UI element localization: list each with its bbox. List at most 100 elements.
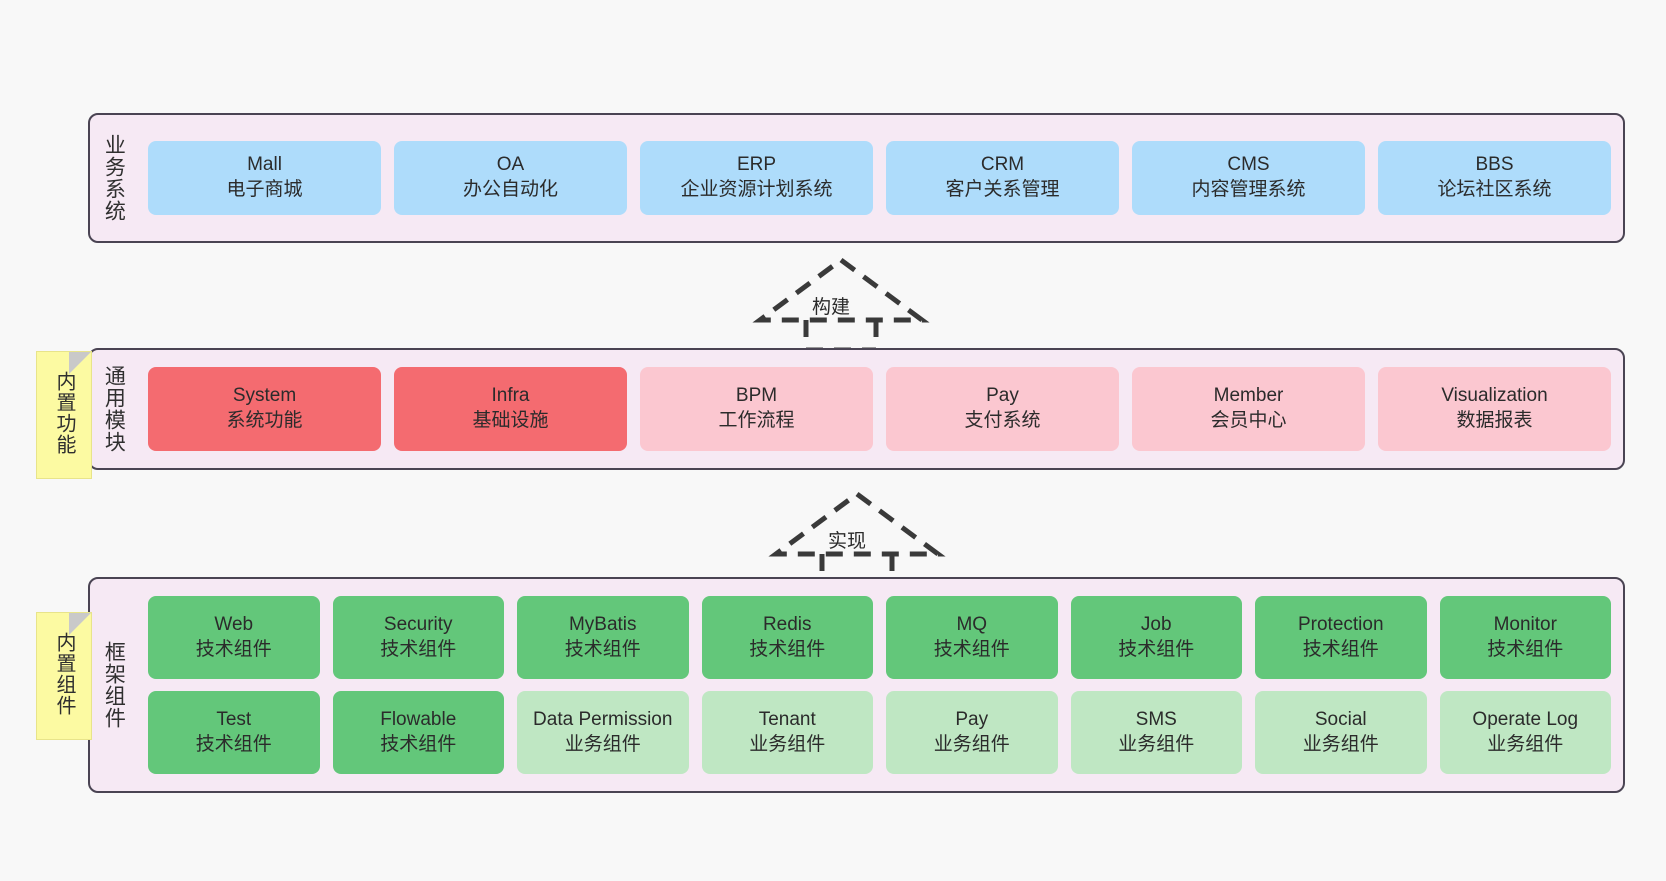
- card-test-name: Test: [216, 708, 252, 730]
- card-bpm[interactable]: BPM 工作流程: [640, 367, 873, 451]
- card-pay-module-desc: 支付系统: [964, 410, 1041, 431]
- card-data-permission[interactable]: Data Permission 业务组件: [517, 691, 689, 774]
- card-operate-log-desc: 业务组件: [1487, 733, 1564, 755]
- card-security[interactable]: Security 技术组件: [332, 596, 504, 679]
- card-pay-component[interactable]: Pay 业务组件: [886, 691, 1058, 774]
- card-job-desc: 技术组件: [1118, 638, 1195, 660]
- card-tenant-desc: 业务组件: [749, 733, 826, 755]
- card-erp[interactable]: ERP 企业资源计划系统: [640, 141, 873, 215]
- layer-title-business-systems: 业务系统: [102, 134, 126, 222]
- card-oa[interactable]: OA 办公自动化: [394, 141, 627, 215]
- card-mybatis-name: MyBatis: [568, 613, 637, 635]
- connector-implement: 实现: [762, 490, 952, 587]
- card-redis[interactable]: Redis 技术组件: [701, 596, 873, 679]
- connector-build: 构建: [746, 256, 936, 353]
- card-flowable-desc: 技术组件: [380, 733, 457, 755]
- card-oa-desc: 办公自动化: [462, 179, 558, 200]
- card-cms-name: CMS: [1227, 154, 1270, 176]
- card-bbs-name: BBS: [1475, 154, 1514, 176]
- card-visualization-desc: 数据报表: [1456, 410, 1533, 431]
- card-test-desc: 技术组件: [195, 733, 272, 755]
- framework-components-row-biz: Test 技术组件 Flowable 技术组件 Data Permission …: [148, 691, 1611, 774]
- card-sms-desc: 业务组件: [1118, 733, 1195, 755]
- card-web-name: Web: [214, 613, 254, 635]
- card-system[interactable]: System 系统功能: [148, 367, 381, 451]
- card-protection-name: Protection: [1297, 613, 1384, 635]
- layer-title-common-modules: 通用模块: [102, 365, 126, 453]
- card-bbs[interactable]: BBS 论坛社区系统: [1378, 141, 1611, 215]
- card-monitor-desc: 技术组件: [1487, 638, 1564, 660]
- card-cms[interactable]: CMS 内容管理系统: [1132, 141, 1365, 215]
- card-social-name: Social: [1314, 708, 1367, 730]
- card-bpm-desc: 工作流程: [718, 410, 795, 431]
- common-modules-body: System 系统功能 Infra 基础设施 BPM 工作流程 Pay 支付系统…: [136, 350, 1623, 468]
- card-protection-desc: 技术组件: [1302, 638, 1379, 660]
- card-erp-name: ERP: [736, 154, 777, 176]
- card-member[interactable]: Member 会员中心: [1132, 367, 1365, 451]
- card-flowable-name: Flowable: [380, 708, 457, 730]
- card-job[interactable]: Job 技术组件: [1070, 596, 1242, 679]
- card-pay-module[interactable]: Pay 支付系统: [886, 367, 1119, 451]
- card-mall-name: Mall: [247, 154, 282, 176]
- business-systems-row: Mall 电子商城 OA 办公自动化 ERP 企业资源计划系统 CRM 客户关系…: [148, 141, 1611, 215]
- card-mybatis-desc: 技术组件: [564, 638, 641, 660]
- card-mall[interactable]: Mall 电子商城: [148, 141, 381, 215]
- card-mybatis[interactable]: MyBatis 技术组件: [517, 596, 689, 679]
- card-erp-desc: 企业资源计划系统: [680, 179, 833, 200]
- card-data-permission-desc: 业务组件: [564, 733, 641, 755]
- sticky-note-builtin-features-label: 内置功能: [53, 371, 75, 455]
- card-web[interactable]: Web 技术组件: [148, 596, 320, 679]
- connector-build-label: 构建: [812, 297, 851, 318]
- card-security-desc: 技术组件: [380, 638, 457, 660]
- layer-business-systems: 业务系统 Mall 电子商城 OA 办公自动化 ERP 企业资源计划系统 CRM: [88, 113, 1625, 243]
- card-pay-module-name: Pay: [986, 385, 1019, 407]
- card-operate-log[interactable]: Operate Log 业务组件: [1439, 691, 1611, 774]
- card-bbs-desc: 论坛社区系统: [1437, 179, 1552, 200]
- sticky-note-builtin-components: 内置组件: [36, 612, 92, 740]
- card-operate-log-name: Operate Log: [1472, 708, 1579, 730]
- connector-implement-label: 实现: [828, 531, 867, 552]
- card-mq-desc: 技术组件: [933, 638, 1010, 660]
- card-cms-desc: 内容管理系统: [1191, 179, 1306, 200]
- card-bpm-name: BPM: [735, 385, 778, 407]
- card-tenant-name: Tenant: [758, 708, 816, 730]
- card-redis-name: Redis: [762, 613, 812, 635]
- layer-title-framework-components: 框架组件: [102, 641, 126, 729]
- card-monitor-name: Monitor: [1493, 613, 1557, 635]
- card-mall-desc: 电子商城: [226, 179, 303, 200]
- business-systems-body: Mall 电子商城 OA 办公自动化 ERP 企业资源计划系统 CRM 客户关系…: [136, 115, 1623, 241]
- card-mq[interactable]: MQ 技术组件: [886, 596, 1058, 679]
- card-test[interactable]: Test 技术组件: [148, 691, 320, 774]
- card-sms-name: SMS: [1135, 708, 1177, 730]
- framework-components-row-tech: Web 技术组件 Security 技术组件 MyBatis 技术组件 Redi…: [148, 596, 1611, 679]
- card-member-desc: 会员中心: [1210, 410, 1287, 431]
- common-modules-row: System 系统功能 Infra 基础设施 BPM 工作流程 Pay 支付系统…: [148, 367, 1611, 451]
- card-sms[interactable]: SMS 业务组件: [1070, 691, 1242, 774]
- card-crm-name: CRM: [980, 154, 1025, 176]
- card-infra-desc: 基础设施: [472, 410, 549, 431]
- card-pay-component-name: Pay: [955, 708, 989, 730]
- layer-framework-components: 框架组件 Web 技术组件 Security 技术组件 MyBatis 技术组件…: [88, 577, 1625, 793]
- card-infra[interactable]: Infra 基础设施: [394, 367, 627, 451]
- card-visualization[interactable]: Visualization 数据报表: [1378, 367, 1611, 451]
- card-social-desc: 业务组件: [1302, 733, 1379, 755]
- card-infra-name: Infra: [491, 385, 530, 407]
- card-crm-desc: 客户关系管理: [945, 179, 1060, 200]
- card-job-name: Job: [1140, 613, 1172, 635]
- sticky-note-builtin-components-label: 内置组件: [53, 632, 75, 716]
- card-flowable[interactable]: Flowable 技术组件: [332, 691, 504, 774]
- card-tenant[interactable]: Tenant 业务组件: [701, 691, 873, 774]
- card-visualization-name: Visualization: [1441, 385, 1548, 407]
- card-redis-desc: 技术组件: [749, 638, 826, 660]
- card-pay-component-desc: 业务组件: [933, 733, 1010, 755]
- card-crm[interactable]: CRM 客户关系管理: [886, 141, 1119, 215]
- card-mq-name: MQ: [956, 613, 988, 635]
- card-security-name: Security: [383, 613, 453, 635]
- sticky-note-builtin-features: 内置功能: [36, 351, 92, 479]
- card-protection[interactable]: Protection 技术组件: [1255, 596, 1427, 679]
- card-data-permission-name: Data Permission: [533, 708, 673, 730]
- card-member-name: Member: [1213, 385, 1284, 407]
- card-monitor[interactable]: Monitor 技术组件: [1439, 596, 1611, 679]
- card-social[interactable]: Social 业务组件: [1255, 691, 1427, 774]
